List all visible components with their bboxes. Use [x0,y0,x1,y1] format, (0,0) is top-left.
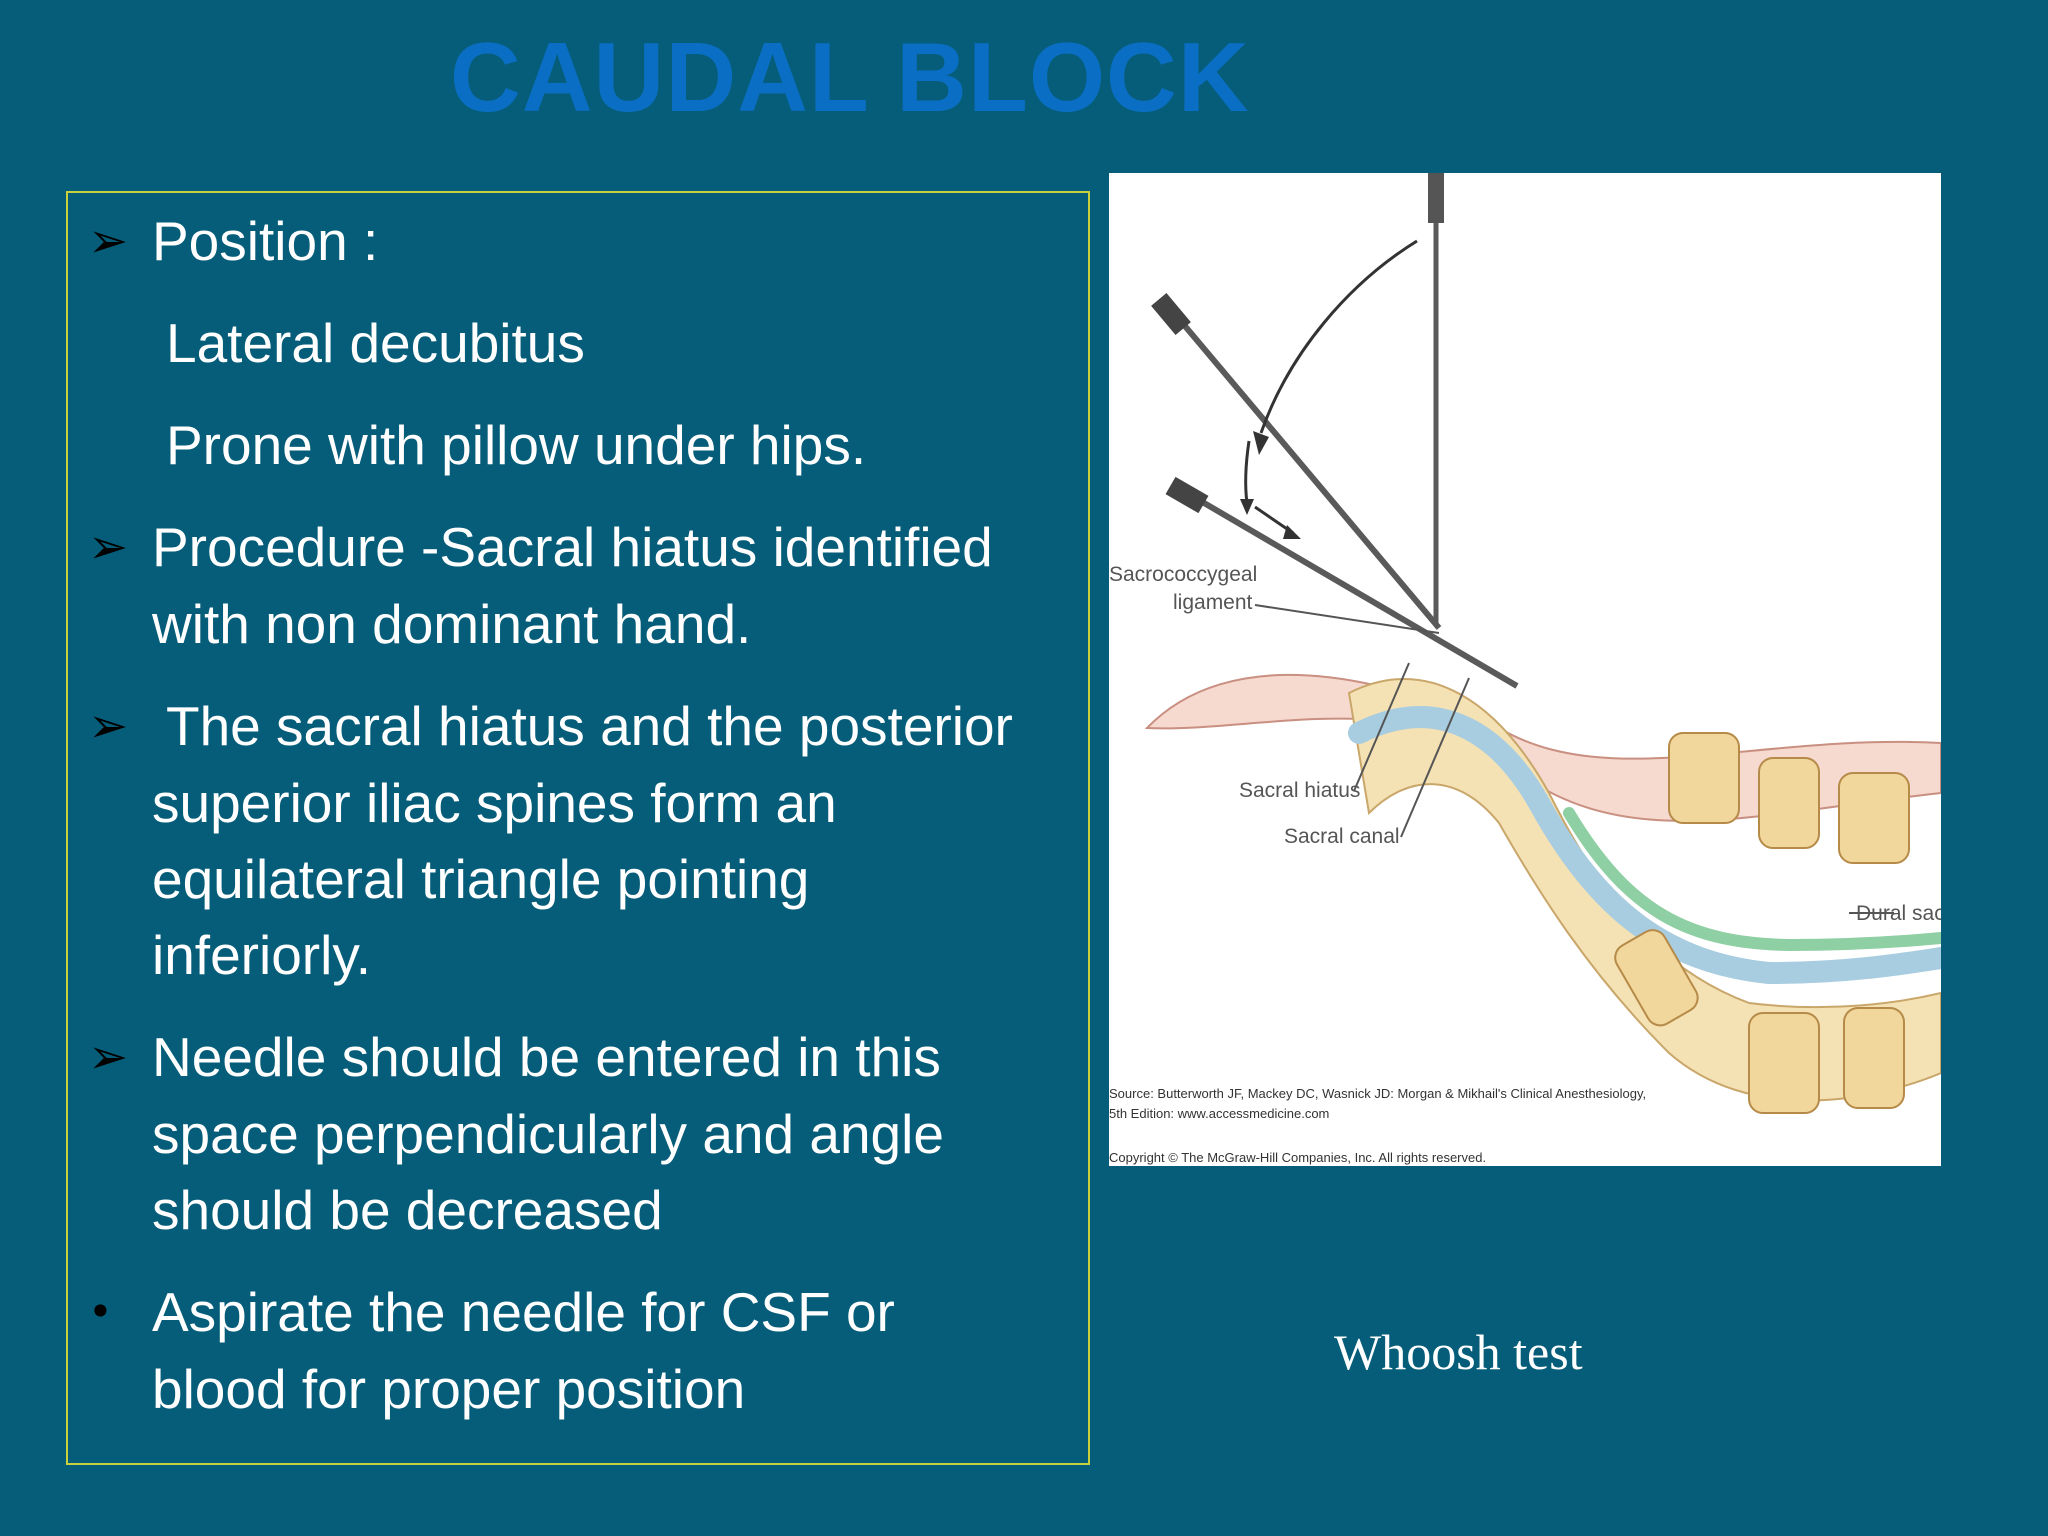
vertebra-segment [1668,732,1740,824]
rotation-arrow-large [1259,239,1418,434]
vertebra-segment [1838,772,1910,864]
leader-sacrococcygeal [1254,604,1440,634]
procedure-line-1: Procedure -Sacral hiatus identified [152,516,993,578]
needle-hub-shallow [1165,476,1209,514]
triangle-line-2: superior iliac spines form an [152,772,837,834]
needle-line-1: Needle should be entered in this [152,1026,941,1088]
source-line-1: Source: Butterworth JF, Mackey DC, Wasni… [1109,1086,1646,1101]
content-box: ➢ Position : Lateral decubitus Prone wit… [66,191,1090,1465]
sacral-canal [1348,706,1941,985]
slide-title: CAUDAL BLOCK [450,22,1250,132]
procedure-line-2: with non dominant hand. [152,593,752,655]
whoosh-test-caption: Whoosh test [1334,1324,1583,1380]
triangle-line-4: inferiorly. [152,924,372,986]
position-prone: Prone with pillow under hips. [166,414,867,476]
arrow-bullet-icon: ➢ [88,213,129,269]
dot-bullet-icon: • [88,1287,113,1336]
arrowhead-icon [1240,499,1254,515]
leader-sacral-canal [1400,677,1470,838]
vertebra-segment [1758,757,1820,849]
label-sacral-hiatus: Sacral hiatus [1239,779,1360,802]
arrowhead-icon [1283,525,1301,539]
sacrum-bone [1347,678,1941,1102]
vertebra-segment [1614,929,1699,1027]
arrow-bullet-icon: ➢ [88,698,129,754]
needle-hub-vertical [1428,173,1444,223]
needle-line-3: should be decreased [152,1179,663,1241]
leader-sacral-hiatus [1353,662,1410,792]
bullet-position-label: Position : [152,210,379,272]
needle-shallow [1185,490,1519,689]
label-dural-sac: Dural sac [1856,902,1941,925]
needle-line-2: space perpendicularly and angle [152,1103,944,1165]
aspirate-line-2: blood for proper position [152,1358,746,1420]
rotation-arrow-small [1244,440,1251,504]
copyright-line: Copyright © The McGraw-Hill Companies, I… [1109,1150,1486,1165]
label-sacrococcygeal: Sacrococcygeal [1109,563,1257,586]
needle-hub-steep [1151,293,1191,335]
label-sacral-canal: Sacral canal [1284,825,1400,848]
caudal-block-illustration: Sacrococcygeal ligament Sacral hiatus Sa… [1109,173,1941,1166]
source-line-2: 5th Edition: www.accessmedicine.com [1109,1106,1329,1121]
vertebra-segment [1843,1007,1905,1109]
vertebra-segment [1748,1012,1820,1114]
arrowhead-icon [1253,431,1269,455]
arrow-bullet-icon: ➢ [88,1029,129,1085]
triangle-line-1: The sacral hiatus and the posterior [166,695,1013,757]
dural-sac [1563,807,1941,952]
anatomy-diagram: Sacrococcygeal ligament Sacral hiatus Sa… [1109,173,1941,1165]
arrow-bullet-icon: ➢ [88,519,129,575]
label-ligament: ligament [1173,591,1253,614]
position-lateral-decubitus: Lateral decubitus [166,312,585,374]
triangle-line-3: equilateral triangle pointing [152,848,810,910]
aspirate-line-1: Aspirate the needle for CSF or [152,1281,895,1343]
needle-steep [1171,311,1442,630]
